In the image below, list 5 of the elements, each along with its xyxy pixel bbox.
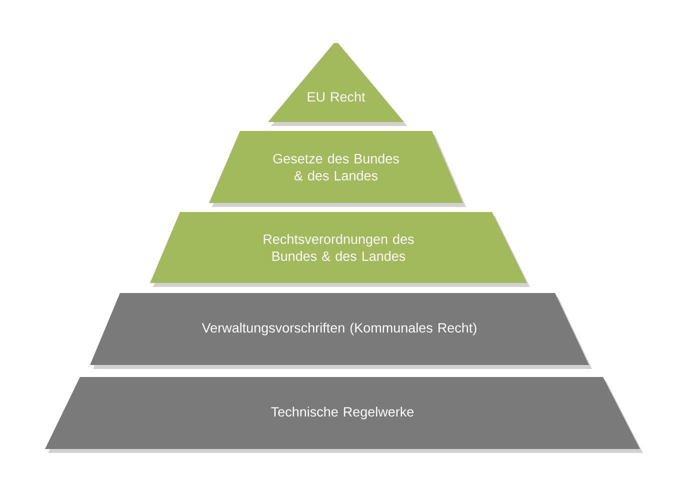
- pyramid-layer: Verwaltungsvorschriften (Kommunales Recht): [90, 293, 592, 369]
- pyramid-layer: Rechtsverordnungen des Bundes & des Landes: [150, 212, 530, 287]
- pyramid-layer: Technische Regelwerke: [45, 377, 643, 453]
- pyramid-layer: EU Recht: [268, 43, 407, 126]
- pyramid-layer: Gesetze des Bundes & des Landes: [209, 131, 466, 207]
